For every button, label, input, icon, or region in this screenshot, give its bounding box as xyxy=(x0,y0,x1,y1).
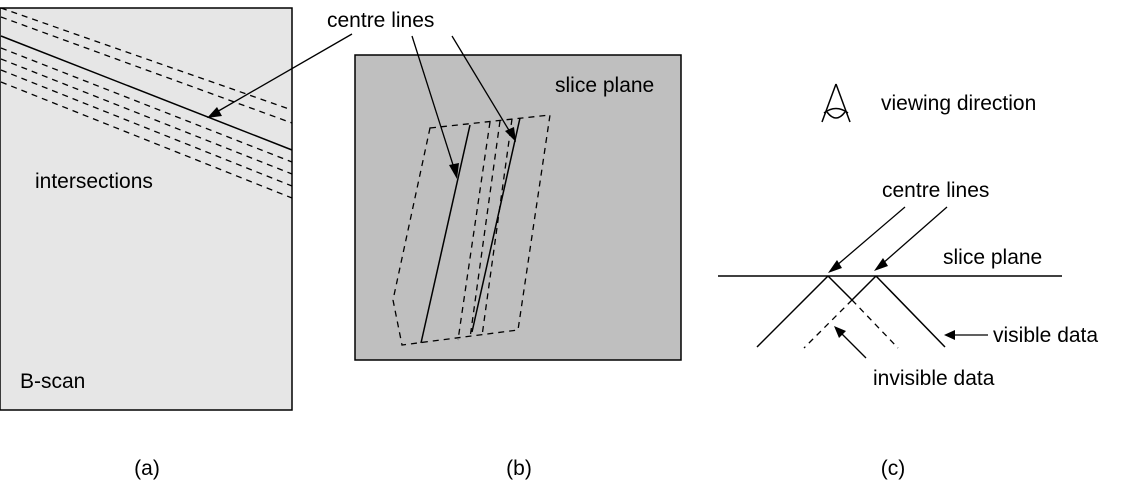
invisible-data-label: invisible data xyxy=(873,367,995,390)
arrowhead xyxy=(944,330,955,340)
panel-a: intersections B-scan (a) xyxy=(0,7,293,480)
invisible-data-line xyxy=(803,299,853,349)
centre-lines-label-c: centre lines xyxy=(882,179,989,202)
visible-data-line xyxy=(851,275,877,301)
intersection-line xyxy=(0,7,293,111)
centre-line-arrow xyxy=(881,206,948,265)
centre-line xyxy=(0,35,293,151)
intersection-line xyxy=(0,81,293,199)
centre-line-arrow xyxy=(451,35,511,133)
centre-lines-label-b: centre lines xyxy=(327,9,434,32)
panel-c: viewing direction centre lines slice pla… xyxy=(718,83,1098,480)
arrowhead xyxy=(834,326,846,338)
centre-line-arrow xyxy=(214,33,353,114)
intersection-line xyxy=(0,58,293,175)
visible-data-label: visible data xyxy=(993,324,1098,347)
visible-data-line xyxy=(756,275,829,348)
visible-data-line xyxy=(875,275,946,348)
bscan-rectangle xyxy=(0,7,293,411)
intersection-line xyxy=(457,121,491,341)
slice-plane-label-b: slice plane xyxy=(555,74,654,97)
invisible-data-line xyxy=(851,299,899,349)
viewing-direction-label: viewing direction xyxy=(881,92,1036,115)
intersection-line xyxy=(481,118,513,337)
panel-a-arrow xyxy=(207,33,353,118)
intersections-label: intersections xyxy=(35,170,153,193)
centre-line-arrow xyxy=(411,35,455,169)
intersection-line xyxy=(0,69,293,187)
bscan-label: B-scan xyxy=(20,370,85,393)
intersection-line xyxy=(0,47,293,163)
caption-b: (b) xyxy=(506,457,532,480)
intersection-line xyxy=(0,16,293,124)
slice-plane-rectangle xyxy=(354,54,682,361)
arrowhead xyxy=(828,260,842,273)
caption-c: (c) xyxy=(881,457,906,480)
centre-line xyxy=(471,117,521,333)
caption-a: (a) xyxy=(134,457,160,480)
arrowhead xyxy=(505,127,516,142)
intersection-line xyxy=(469,120,501,339)
eye-icon xyxy=(821,83,851,123)
panel-b: centre lines slice plane (b) xyxy=(327,9,682,480)
slice-plane-label-c: slice plane xyxy=(943,246,1042,269)
intersection-outline xyxy=(392,114,551,346)
arrowhead xyxy=(874,258,888,271)
arrowhead xyxy=(207,107,222,118)
intersection-lines xyxy=(0,7,293,199)
visible-data-line xyxy=(827,275,853,301)
invisible-data-arrow xyxy=(839,331,867,359)
arrowhead xyxy=(449,163,459,179)
centre-line-arrow xyxy=(835,206,906,267)
centre-line xyxy=(420,124,471,344)
